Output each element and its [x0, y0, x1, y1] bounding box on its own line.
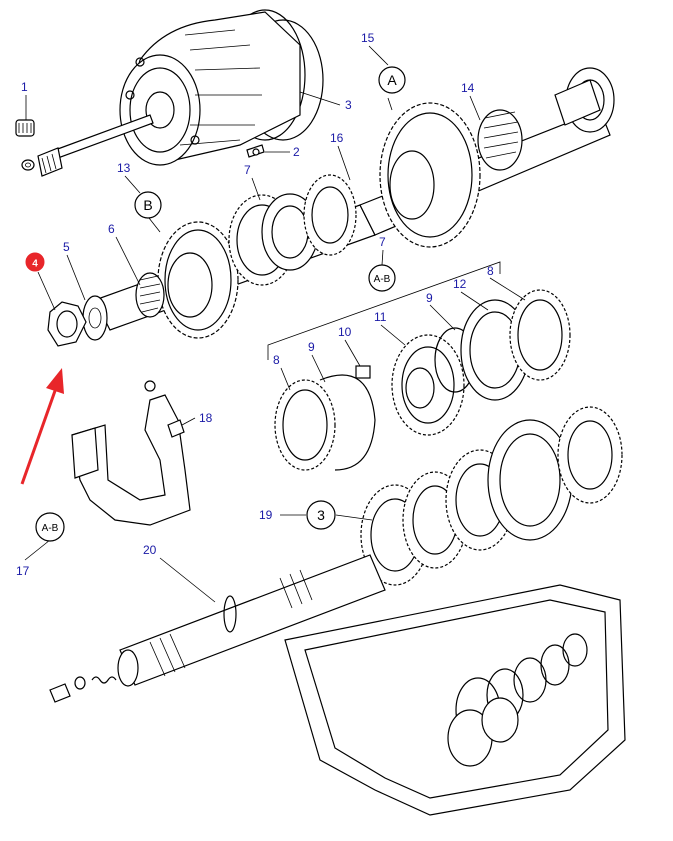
part-number-7-mid[interactable]: 7	[379, 235, 386, 249]
bolt-part-2	[246, 144, 265, 158]
callout-3-label: 3	[317, 507, 325, 523]
end-bearing-part-14	[554, 67, 615, 133]
part-number-6[interactable]: 6	[108, 222, 115, 236]
callout-3[interactable]: 3	[306, 500, 336, 530]
shift-fork-part-17	[71, 380, 191, 526]
part-number-11[interactable]: 11	[374, 310, 387, 324]
callout-ab-mid-label: A-B	[374, 274, 391, 285]
part-number-12[interactable]: 12	[453, 277, 467, 291]
part-number-3[interactable]: 3	[345, 98, 352, 112]
gearbox-housing	[284, 584, 626, 816]
gear-part-13	[157, 221, 239, 339]
part-number-7-top[interactable]: 7	[244, 163, 251, 177]
pin-part-18	[167, 419, 185, 438]
callout-ab-mid[interactable]: A-B	[368, 264, 396, 292]
gear-part-16	[379, 102, 481, 248]
leader-lines	[24, 45, 526, 603]
part-number-5[interactable]: 5	[63, 240, 70, 254]
callout-b[interactable]: B	[134, 191, 162, 219]
part-number-18[interactable]: 18	[199, 411, 213, 425]
bearing-part-6	[135, 272, 165, 318]
part-number-14[interactable]: 14	[461, 81, 475, 95]
callout-ab-fork-label: A-B	[42, 523, 59, 534]
part-number-10[interactable]: 10	[338, 325, 352, 339]
nut-part-4	[47, 301, 87, 347]
synchro-part-7-right	[303, 174, 357, 256]
highlight-badge-part-4[interactable]: 4	[25, 252, 45, 272]
callout-b-label: B	[143, 197, 152, 213]
part-number-9-left[interactable]: 9	[308, 340, 315, 354]
clutch-housing-assembly	[119, 9, 324, 166]
highlight-arrow	[20, 368, 64, 485]
input-shaft	[37, 114, 154, 177]
part-number-9-right[interactable]: 9	[426, 291, 433, 305]
part-number-labels: 1 2 3 4 5 6 7 7 8 8 9 9 10 11 12 13 14 1…	[16, 31, 494, 578]
collar-part-5	[82, 295, 108, 341]
output-shaft-part-20	[117, 554, 386, 687]
key-part-10	[355, 365, 371, 379]
callout-ab-fork[interactable]: A-B	[35, 512, 65, 542]
small-bearing-part-1	[15, 119, 35, 171]
part-number-4[interactable]: 4	[32, 259, 38, 270]
part-number-2[interactable]: 2	[293, 145, 300, 159]
part-number-1[interactable]: 1	[21, 80, 28, 94]
bearing-part-14	[477, 109, 523, 171]
callout-a[interactable]: A	[378, 66, 406, 94]
synchro-hub-part-11	[391, 334, 465, 436]
part-number-8-left[interactable]: 8	[273, 353, 280, 367]
gear-cluster-part-3	[360, 406, 623, 586]
part-number-20[interactable]: 20	[143, 543, 157, 557]
spring-plug-parts	[49, 676, 117, 703]
synchro-ring-part-8-left	[274, 379, 336, 471]
part-number-16[interactable]: 16	[330, 131, 344, 145]
part-number-19[interactable]: 19	[259, 508, 273, 522]
ab-group-bracket	[267, 261, 501, 360]
part-number-17[interactable]: 17	[16, 564, 30, 578]
synchro-ring-part-8-right	[509, 289, 571, 381]
part-number-8-right[interactable]: 8	[487, 264, 494, 278]
part-number-13[interactable]: 13	[117, 161, 131, 175]
part-number-15[interactable]: 15	[361, 31, 375, 45]
callout-a-label: A	[387, 72, 397, 88]
spring-part-9-left	[319, 374, 376, 471]
